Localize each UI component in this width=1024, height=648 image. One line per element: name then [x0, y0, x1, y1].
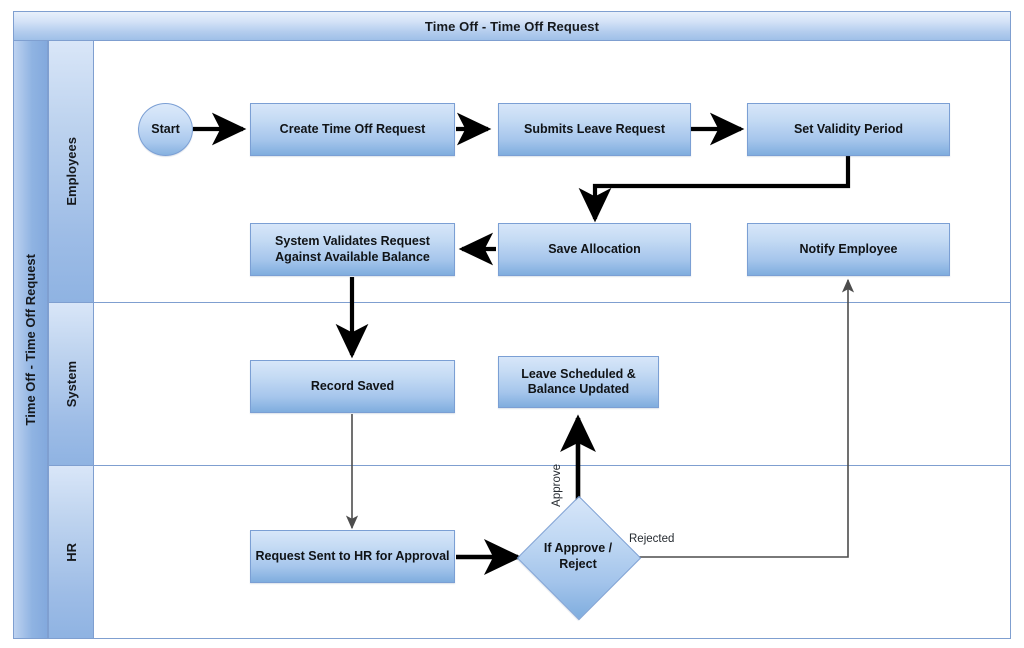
node-if-approve-reject-label: If Approve / Reject	[543, 541, 613, 571]
pool-label: Time Off - Time Off Request	[13, 41, 48, 639]
pool-label-text: Time Off - Time Off Request	[23, 253, 38, 426]
lane-header-system: System	[48, 303, 94, 466]
lane-header-hr: HR	[48, 466, 94, 639]
node-submits-leave-request-label: Submits Leave Request	[523, 121, 665, 136]
edge-label-approve: Approve	[551, 464, 563, 507]
node-submits-leave-request[interactable]: Submits Leave Request	[498, 103, 691, 156]
node-request-sent-to-hr-label: Request Sent to HR for Approval	[255, 548, 450, 563]
lane-header-hr-label: HR	[63, 542, 79, 562]
node-create-time-off-request[interactable]: Create Time Off Request	[250, 103, 455, 156]
node-save-allocation-label: Save Allocation	[548, 241, 641, 256]
lane-header-system-label: System	[63, 360, 79, 408]
node-create-time-off-request-label: Create Time Off Request	[279, 121, 426, 136]
edge-label-rejected: Rejected	[629, 533, 675, 545]
node-set-validity-period[interactable]: Set Validity Period	[747, 103, 950, 156]
node-start[interactable]: Start	[138, 103, 193, 156]
node-system-validates-request-label: System Validates Request Against Availab…	[275, 234, 430, 264]
lane-header-employees: Employees	[48, 41, 94, 303]
node-record-saved-label: Record Saved	[310, 378, 395, 393]
node-leave-scheduled-balance-updated-label: Leave Scheduled & Balance Updated	[521, 366, 636, 396]
node-leave-scheduled-balance-updated[interactable]: Leave Scheduled & Balance Updated	[498, 356, 659, 408]
node-notify-employee[interactable]: Notify Employee	[747, 223, 950, 276]
node-system-validates-request[interactable]: System Validates Request Against Availab…	[250, 223, 455, 276]
node-save-allocation[interactable]: Save Allocation	[498, 223, 691, 276]
diagram-title-bar: Time Off - Time Off Request	[13, 11, 1011, 41]
node-request-sent-to-hr[interactable]: Request Sent to HR for Approval	[250, 530, 455, 583]
diagram-title: Time Off - Time Off Request	[424, 18, 600, 34]
node-set-validity-period-label: Set Validity Period	[793, 121, 904, 136]
lane-header-employees-label: Employees	[63, 137, 79, 206]
node-if-approve-reject[interactable]: If Approve / Reject	[516, 495, 642, 621]
node-record-saved[interactable]: Record Saved	[250, 360, 455, 413]
node-start-label: Start	[151, 121, 180, 136]
node-notify-employee-label: Notify Employee	[799, 241, 898, 256]
